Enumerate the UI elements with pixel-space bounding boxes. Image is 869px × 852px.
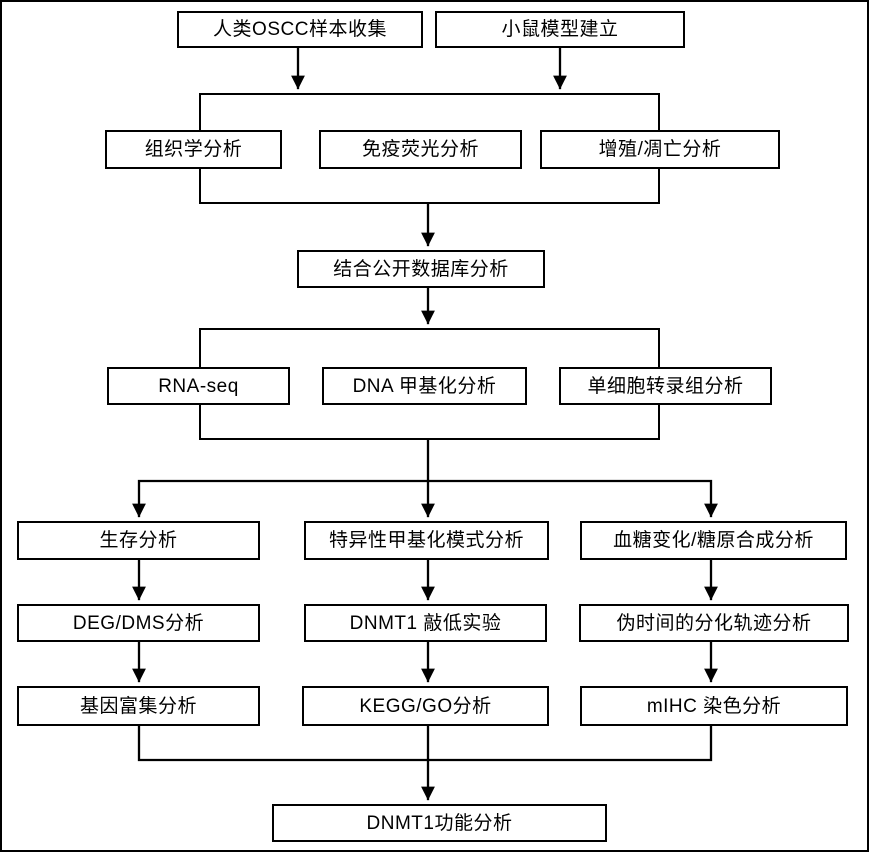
- node-dna-methylation-analysis: DNA 甲基化分析: [322, 367, 527, 405]
- node-survival-analysis: 生存分析: [17, 521, 260, 560]
- node-proliferation-apoptosis-analysis: 增殖/凋亡分析: [540, 130, 780, 169]
- node-blood-glucose-glycogen-analysis: 血糖变化/糖原合成分析: [580, 521, 847, 560]
- node-dnmt1-knockdown-experiment: DNMT1 敲低实验: [304, 604, 547, 642]
- node-specific-methylation-pattern-analysis: 特异性甲基化模式分析: [304, 521, 549, 560]
- node-single-cell-transcriptome-analysis: 单细胞转录组分析: [559, 367, 772, 405]
- node-immunofluorescence-analysis: 免疫荧光分析: [319, 130, 522, 169]
- node-gene-enrichment-analysis: 基因富集分析: [17, 686, 260, 726]
- node-histology-analysis: 组织学分析: [105, 130, 282, 169]
- node-kegg-go-analysis: KEGG/GO分析: [302, 686, 549, 726]
- node-public-database-analysis: 结合公开数据库分析: [297, 250, 545, 288]
- node-dnmt1-function-analysis: DNMT1功能分析: [272, 804, 607, 842]
- node-rna-seq: RNA-seq: [107, 367, 290, 405]
- node-human-oscc-sample-collection: 人类OSCC样本收集: [177, 11, 423, 48]
- node-deg-dms-analysis: DEG/DMS分析: [17, 604, 260, 642]
- node-pseudotime-trajectory-analysis: 伪时间的分化轨迹分析: [579, 604, 849, 642]
- node-mouse-model-establishment: 小鼠模型建立: [435, 11, 685, 48]
- node-mihc-staining-analysis: mIHC 染色分析: [580, 686, 848, 726]
